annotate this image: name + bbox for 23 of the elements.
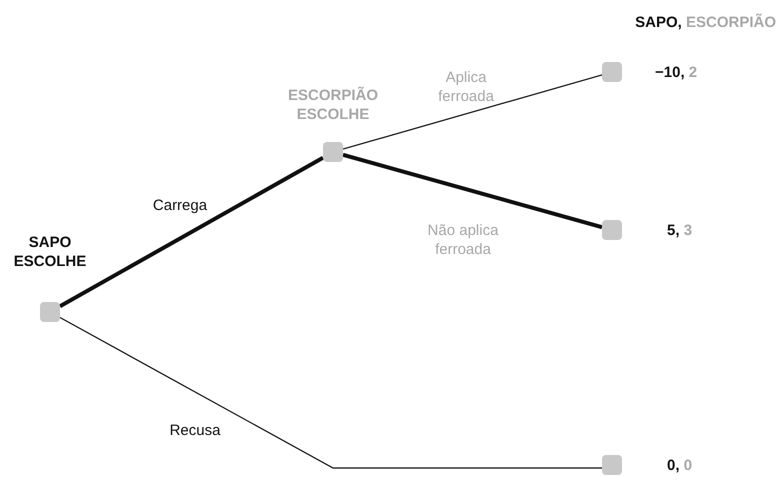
decision-node-square: [40, 302, 60, 322]
decision-node-square: [602, 455, 622, 475]
column-header: SAPO,: [635, 14, 682, 31]
payoff-value: −10,: [655, 64, 685, 81]
payoff-value: 0: [684, 457, 692, 474]
edge-label: Aplica ferroada: [437, 68, 495, 106]
payoff-value: 5,: [667, 222, 680, 239]
payoff-value: 3: [684, 222, 692, 239]
player-label: ESCORPIÃO ESCOLHE: [286, 86, 379, 124]
decision-node-square: [323, 142, 343, 162]
payoff-value: 2: [688, 64, 698, 81]
edge-label: Não aplica ferroada: [426, 221, 500, 259]
tree-branch: [60, 316, 602, 469]
tree-branch: [59, 156, 324, 308]
player-label: SAPO ESCOLHE: [12, 233, 88, 271]
edge-label: Recusa: [168, 421, 222, 440]
edge-label: Carrega: [152, 196, 208, 215]
decision-node-square: [602, 220, 622, 240]
decision-node-square: [602, 62, 622, 82]
tree-branch: [342, 152, 603, 230]
payoff-value: 0,: [667, 457, 680, 474]
column-header: ESCORPIÃO: [686, 14, 776, 31]
tree-branch: [342, 74, 602, 150]
